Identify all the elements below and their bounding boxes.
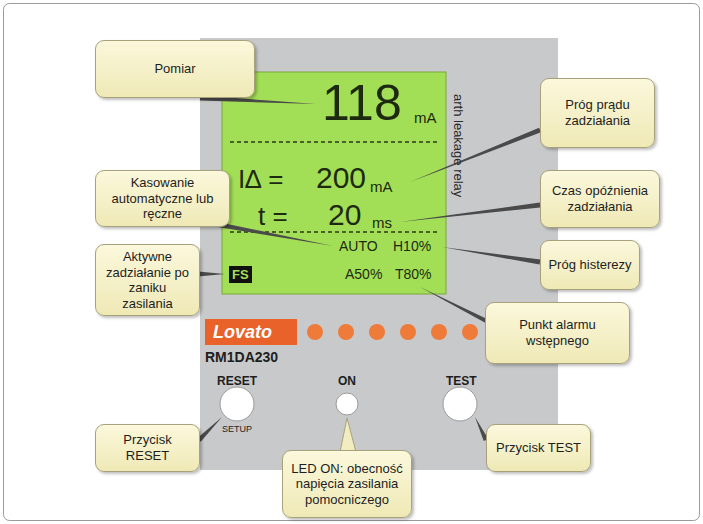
frame [4, 4, 700, 521]
callout-text: Przycisk RESET [102, 432, 193, 463]
lcd-text: I∆ = [238, 166, 284, 192]
callout-box: Przycisk TEST [486, 424, 591, 472]
callout-box: LED ON: obecność napięcia zasilania pomo… [282, 450, 412, 518]
leader-line [197, 417, 222, 442]
callout-box: Aktywne zadziałanie po zaniku zasilania [95, 244, 200, 316]
lcd-text: A50% [345, 267, 382, 281]
orange-dot [307, 324, 323, 340]
lcd-text: AUTO [339, 239, 378, 253]
callout-text: Aktywne zadziałanie po zaniku zasilania [102, 249, 193, 311]
on-led [336, 393, 358, 415]
callout-box: Kasowanie automatyczne lub ręczne [95, 170, 230, 227]
lcd-divider [230, 141, 440, 143]
panel-label: ON [338, 375, 356, 387]
callout-text: Przycisk TEST [496, 440, 581, 456]
device-panel [200, 38, 558, 470]
callout-text: Czas opóźnienia zadziałania [547, 183, 653, 214]
vertical-label: arth leakage relay [452, 94, 465, 197]
leader-line [410, 128, 541, 182]
orange-dot [338, 324, 354, 340]
orange-dot [431, 324, 447, 340]
test-button [443, 387, 477, 421]
lcd-text: mA [370, 179, 393, 194]
lcd-text: 20 [328, 200, 361, 230]
callout-box: Pomiar [95, 40, 255, 98]
orange-dot [400, 324, 416, 340]
callout-box: Punkt alarmu wstępnego [485, 302, 630, 364]
lcd-text: FS [229, 266, 252, 283]
lcd-text: ms [372, 215, 392, 230]
reset-button [220, 387, 254, 421]
callout-text: Punkt alarmu wstępnego [492, 317, 623, 348]
callout-box: Próg histerezy [540, 240, 640, 290]
leader-lines [197, 96, 541, 442]
lcd-screen [222, 72, 446, 294]
callout-box: Próg prądu zadziałania [540, 78, 655, 148]
lcd-text: 200 [316, 163, 366, 193]
callout-box: Przycisk RESET [95, 424, 200, 472]
callout-pointer [340, 418, 356, 452]
leader-line [198, 272, 225, 277]
orange-dot [462, 324, 478, 340]
logo-box [205, 319, 297, 345]
panel-label: Lovato [213, 323, 272, 341]
callout-box: Czas opóźnienia zadziałania [540, 170, 660, 228]
lcd-text: H10% [393, 239, 431, 253]
panel-label: RM1DA230 [205, 350, 278, 364]
lcd-text: T80% [395, 267, 432, 281]
callout-text: LED ON: obecność napięcia zasilania pomo… [289, 461, 405, 508]
panel-label: RESET [217, 375, 257, 387]
lcd-text: 118 [322, 78, 402, 128]
leader-line [442, 247, 540, 264]
lcd-text: t = [258, 203, 288, 229]
callout-text: Próg histerezy [548, 257, 631, 273]
orange-dot [369, 324, 385, 340]
leader-line [400, 203, 540, 222]
callout-text: Kasowanie automatyczne lub ręczne [102, 175, 223, 222]
callout-text: Próg prądu zadziałania [547, 97, 648, 128]
callout-text: Pomiar [154, 61, 195, 77]
panel-label: SETUP [222, 425, 252, 434]
panel-label: TEST [446, 375, 477, 387]
lcd-text: mA [414, 110, 437, 125]
